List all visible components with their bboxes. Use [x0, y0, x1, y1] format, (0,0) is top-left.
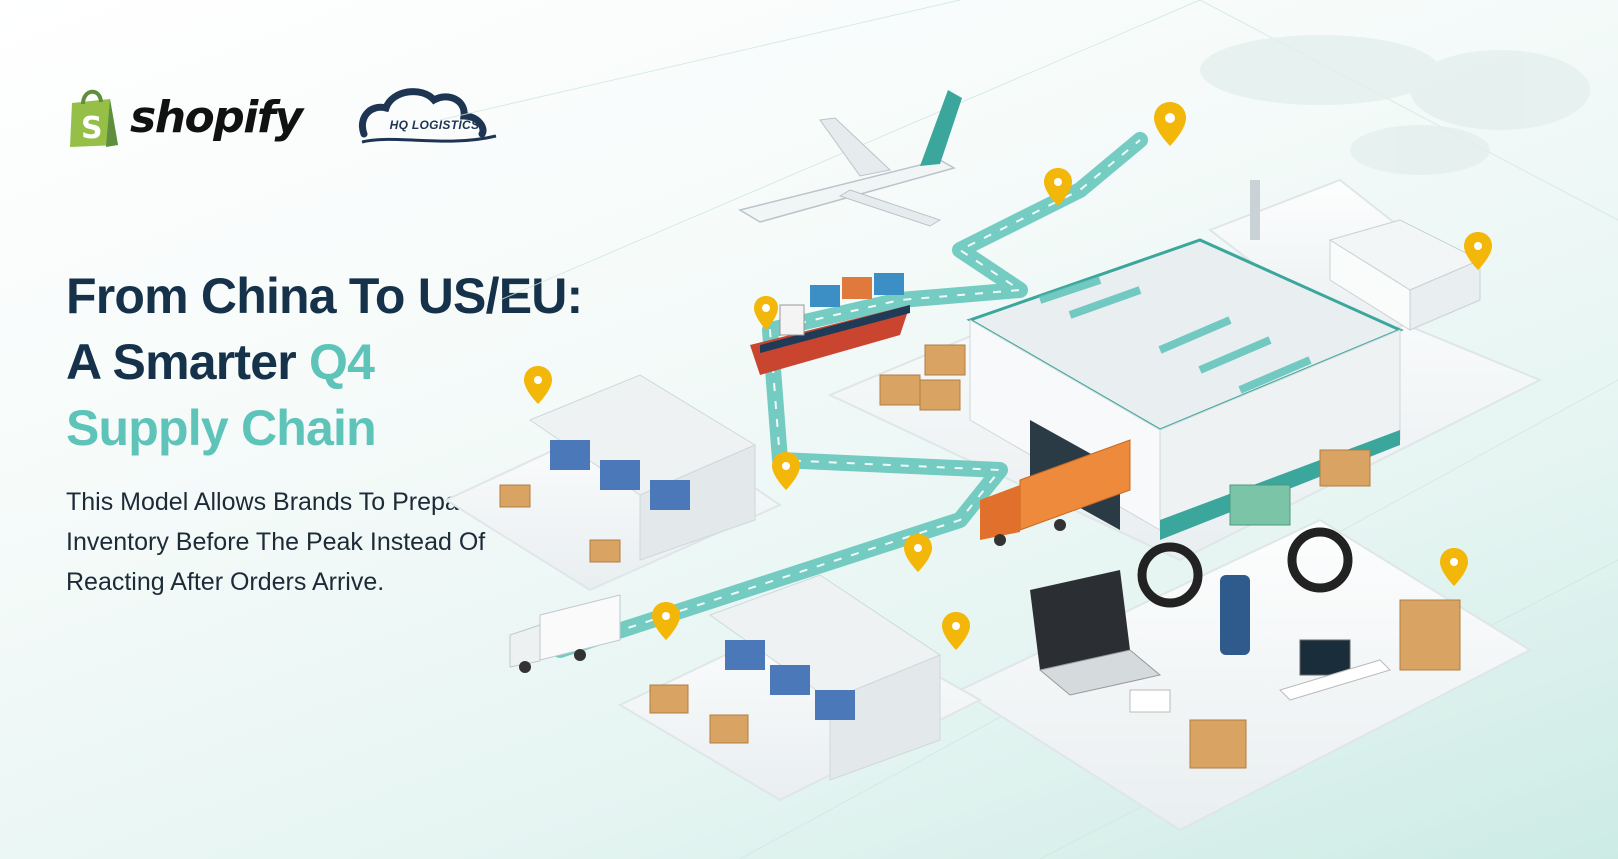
green-pallets [1229, 484, 1291, 526]
white-truck [509, 594, 621, 673]
cloud-icon [358, 88, 497, 144]
container-ship [750, 273, 910, 375]
map-pin-icon [1464, 232, 1492, 270]
map-pin-icon [652, 602, 680, 640]
shopify-logo: S shopify [66, 85, 303, 149]
map-pin-icon [1440, 548, 1468, 586]
title-line-1: From China To US/EU: [66, 268, 583, 324]
subtitle-text: This Model Allows Brands To Prepare Inve… [66, 488, 486, 596]
location-pins [524, 102, 1492, 650]
hq-logistics-logo: HQ LOGISTICS [356, 82, 506, 152]
hq-logistics-wordmark: HQ LOGISTICS [389, 118, 480, 132]
electronics-products [1030, 527, 1391, 713]
map-pin-icon [772, 452, 800, 490]
title-line-3: Supply Chain [66, 400, 377, 456]
map-pin-icon [942, 612, 970, 650]
title-line-2-main: A Smarter [66, 334, 310, 390]
warehouse-bottom [708, 574, 942, 781]
shopping-bag-icon: S [70, 89, 118, 147]
world-map [1200, 35, 1590, 175]
page-title: From China To US/EU: A Smarter Q4 Supply… [66, 263, 583, 461]
map-pin-icon [524, 366, 552, 404]
map-pin-icon [904, 534, 932, 572]
warehouse-left [528, 374, 757, 561]
airplane [738, 90, 962, 227]
map-pin-icon [1154, 102, 1186, 146]
supply-chain-illustration [440, 0, 1618, 859]
map-pin-icon [1044, 168, 1072, 206]
map-pin-icon [754, 296, 778, 330]
orange-truck [980, 439, 1131, 546]
office-building [1250, 180, 1482, 331]
shopify-wordmark: shopify [130, 91, 303, 143]
title-line-2: A Smarter Q4 [66, 329, 582, 395]
svg-text:S: S [81, 111, 103, 146]
main-warehouse [966, 238, 1404, 540]
logo-row: S shopify HQ LOGISTICS [66, 82, 506, 152]
title-line-2-accent: Q4 [309, 334, 375, 390]
cardboard-boxes [499, 344, 1461, 769]
